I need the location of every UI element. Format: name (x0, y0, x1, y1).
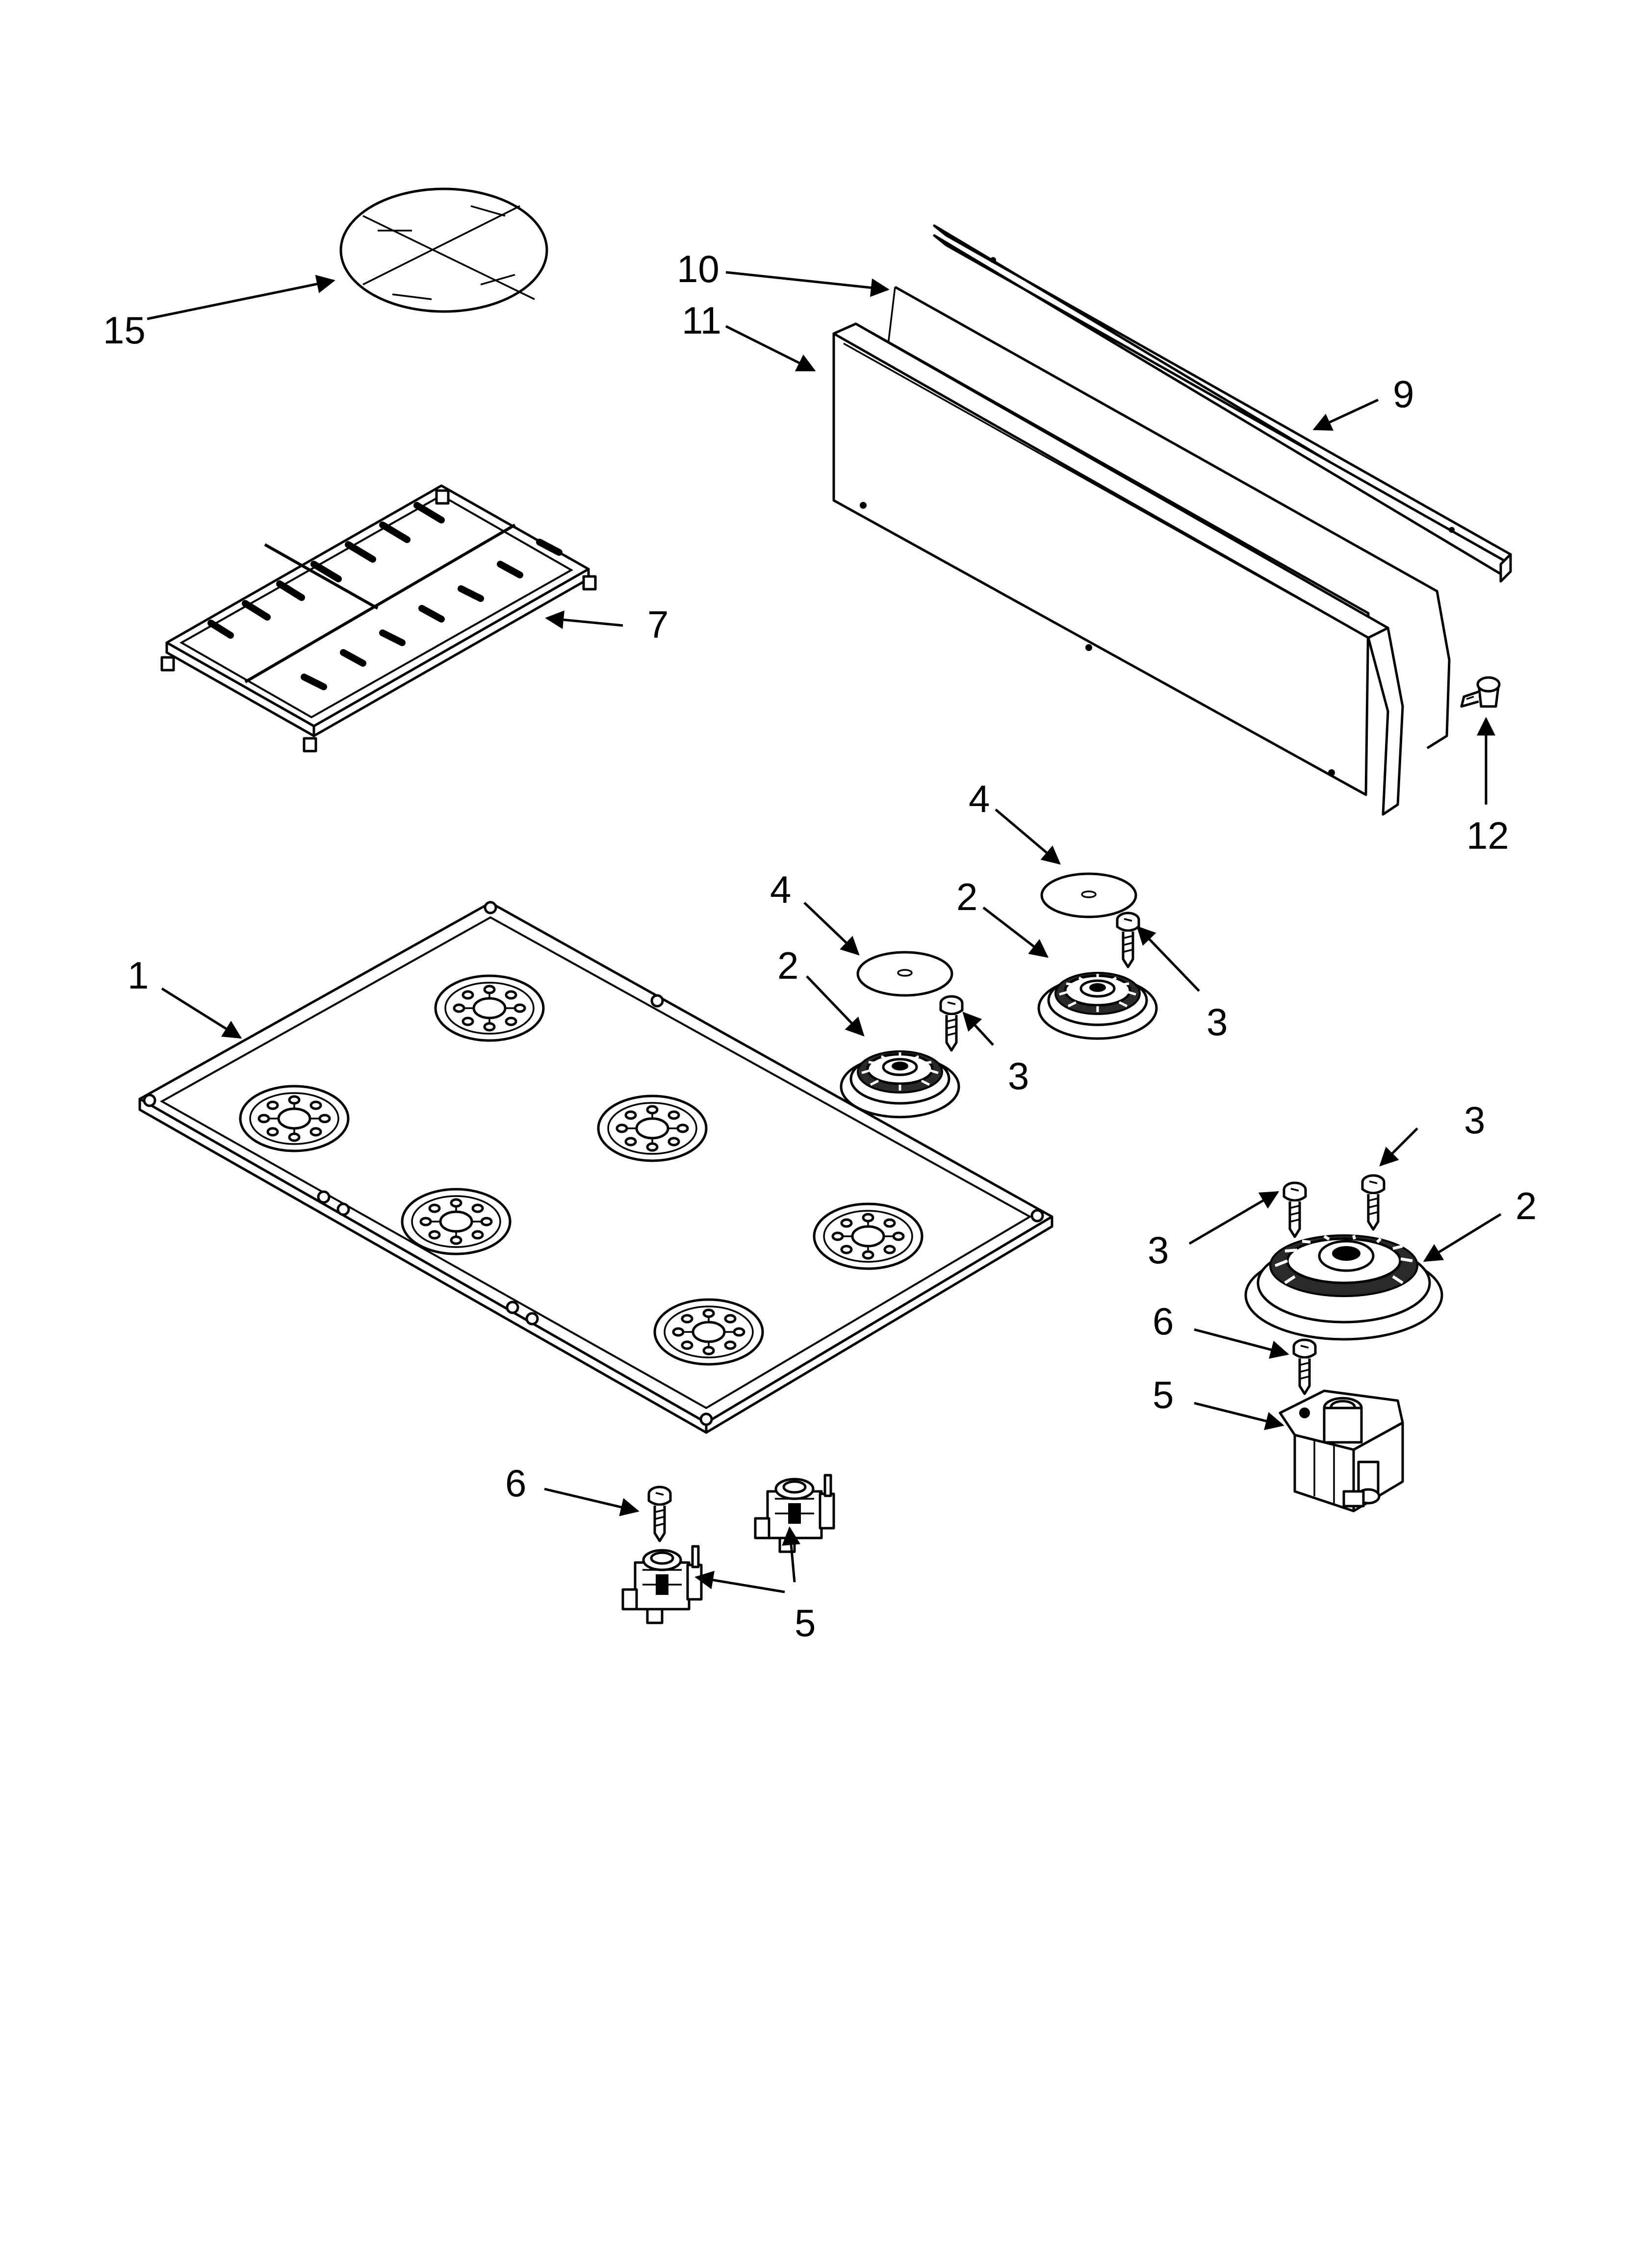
callout-2-right: 2 (956, 875, 977, 918)
part-15-round-mat (339, 187, 548, 313)
callout-3-right: 3 (1206, 1000, 1228, 1043)
part-6-screw-left (649, 1487, 670, 1541)
burner-assembly-large (1244, 1175, 1443, 1341)
callout-3-lower: 3 (1148, 1228, 1169, 1272)
callout-5-right: 5 (1153, 1373, 1174, 1416)
callout-6-right: 6 (1153, 1300, 1174, 1343)
callout-4-right: 4 (969, 777, 990, 820)
callout-10: 10 (677, 247, 719, 290)
part-5-valve-center (755, 1475, 834, 1552)
callout-4-left: 4 (770, 868, 791, 911)
part-9-top-trim (933, 224, 1512, 583)
callout-labels: 15 10 11 9 7 12 1 4 2 3 4 2 3 3 3 2 6 5 … (103, 247, 1537, 1644)
leader-lines (147, 271, 1502, 1593)
callout-2-left: 2 (777, 944, 798, 987)
burner-assembly-right (1039, 874, 1156, 1039)
callout-5-left: 5 (795, 1601, 816, 1644)
part-12-bolt (1460, 676, 1501, 708)
part-7-grate (160, 484, 597, 753)
callout-3-upper: 3 (1464, 1098, 1485, 1142)
callout-2-large: 2 (1515, 1184, 1537, 1227)
part-1-cooktop (138, 901, 1053, 1434)
callout-9: 9 (1393, 372, 1414, 416)
part-5-valve-left (623, 1546, 701, 1623)
callout-12: 12 (1466, 814, 1509, 857)
callout-11: 11 (682, 299, 721, 342)
part-11-backguard-panel (832, 322, 1404, 816)
part-6-screw-right (1294, 1340, 1315, 1394)
part-5-valve-large (1279, 1389, 1404, 1512)
callout-6-left: 6 (505, 1461, 526, 1505)
callout-15: 15 (103, 309, 146, 352)
callout-7: 7 (647, 603, 668, 646)
burner-assembly-left (841, 952, 962, 1117)
callout-3-left: 3 (1008, 1054, 1029, 1097)
callout-1: 1 (128, 954, 149, 997)
